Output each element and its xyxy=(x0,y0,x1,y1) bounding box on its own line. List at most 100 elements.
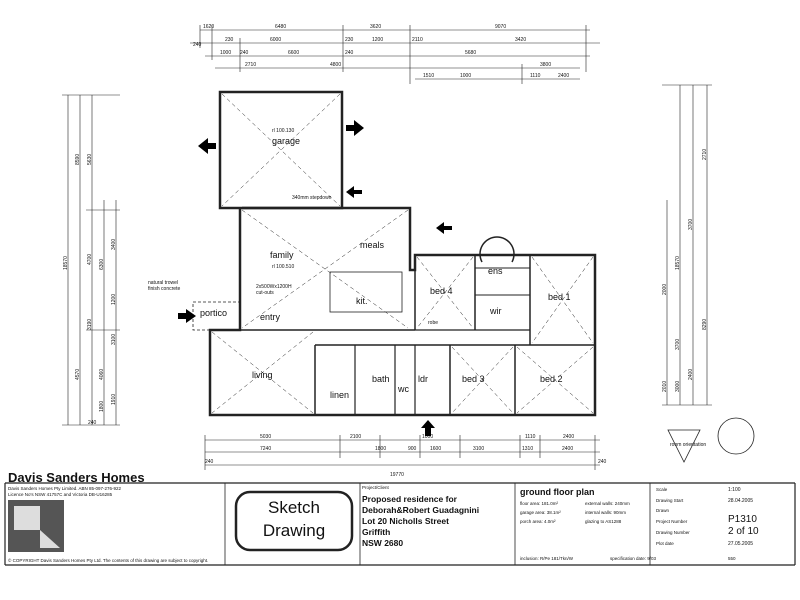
room-label-entry: entry xyxy=(260,312,281,322)
project-label: Project/Client xyxy=(362,485,389,490)
dim-label: 4570 xyxy=(75,369,81,380)
dim-label: 3620 xyxy=(370,24,381,30)
room-label-bed2: bed 2 xyxy=(540,374,563,384)
dim-label: 2010 xyxy=(662,381,668,392)
dim-label: 4060 xyxy=(99,369,105,380)
dim-label: 240 xyxy=(205,459,214,465)
room-label-linen: linen xyxy=(330,390,349,400)
spec-glazing: glazing to AS1288 xyxy=(585,519,622,524)
dim-label: 1200 xyxy=(372,37,383,43)
dim-label: 4700 xyxy=(87,254,93,265)
label-plot-date: Plot date xyxy=(656,541,674,546)
dim-label: 2400 xyxy=(688,369,694,380)
dim-label: 3700 xyxy=(688,219,694,230)
title-block-frame xyxy=(4,482,796,566)
room-label-kit: kit. xyxy=(356,296,368,306)
arrow-up-icon xyxy=(421,420,435,436)
bottom-dimensions xyxy=(204,435,600,470)
stamp-sketch: Sketch xyxy=(268,498,320,517)
note-window: 2x500Wx1200H xyxy=(256,284,292,290)
label-drawing-start: Drawing Start xyxy=(656,498,684,503)
dim-label: 3190 xyxy=(87,319,93,330)
dim-label: 4800 xyxy=(330,62,341,68)
dim-label: 6480 xyxy=(275,24,286,30)
dim-label: 3800 xyxy=(540,62,551,68)
level-family: rl 100.510 xyxy=(272,264,294,270)
dim-label: 7240 xyxy=(260,446,271,452)
dim-label: 2400 xyxy=(563,434,574,440)
project-line: Proposed residence for xyxy=(362,494,457,504)
value-drawing-start: 28.04.2005 xyxy=(728,498,754,504)
dim-label: 240 xyxy=(345,50,354,56)
dim-label: 1910 xyxy=(111,394,117,405)
dim-label: 6000 xyxy=(270,37,281,43)
dim-label: 900 xyxy=(408,446,417,452)
plan-title: ground floor plan xyxy=(520,487,595,497)
label-scale: Scale xyxy=(656,487,668,492)
dim-label: 2400 xyxy=(558,73,569,79)
dim-label: 1800 xyxy=(375,446,386,452)
right-dimensions xyxy=(662,84,712,406)
room-label-garage: garage xyxy=(272,136,300,146)
value-drawing-number: 2 of 10 xyxy=(728,526,759,537)
dim-label: 1000 xyxy=(460,73,471,79)
dim-label: 9070 xyxy=(495,24,506,30)
spec-garage-area: garage area: 38.1m² xyxy=(520,510,561,515)
note-cut-outs: cut-outs xyxy=(256,290,274,296)
note-finish-concrete: finish concrete xyxy=(148,286,180,292)
room-label-family: family xyxy=(270,250,294,260)
dim-label: 18570 xyxy=(675,256,681,270)
arrow-right-icon xyxy=(198,138,216,154)
label-drawing-number: Drawing Number xyxy=(656,530,690,535)
spec-floor-area: floor area: 181.0m² xyxy=(520,501,559,506)
dim-label: 6300 xyxy=(99,259,105,270)
stamp-drawing: Drawing xyxy=(262,521,326,540)
dim-label: 240 xyxy=(88,420,97,426)
company-logo xyxy=(8,500,64,552)
arrow-left-icon xyxy=(436,222,452,234)
room-label-robe: robe xyxy=(428,320,438,326)
room-diagonals xyxy=(211,93,594,414)
room-label-ens: ens xyxy=(488,266,503,276)
dim-label: 230 xyxy=(345,37,354,43)
left-dimensions xyxy=(62,94,120,426)
dim-label: 230 xyxy=(225,37,234,43)
dim-label: 1800 xyxy=(99,401,105,412)
room-orientation-compass xyxy=(667,417,755,463)
room-label-living: living xyxy=(252,370,273,380)
dim-label: 5630 xyxy=(87,154,93,165)
bottom-dim-labels: 5030 2100 1000 1110 2400 7240 1800 900 1… xyxy=(205,434,607,478)
room-label-bath: bath xyxy=(372,374,390,384)
company-licence: Licence No's NSW 41757C and Victoria DB-… xyxy=(8,492,113,497)
dim-label: 2710 xyxy=(702,149,708,160)
room-label-wir: wir xyxy=(489,306,502,316)
label-project-number: Project Number xyxy=(656,519,688,524)
project-line: NSW 2680 xyxy=(362,538,404,548)
inclusion-note: inclusion: R/Pe 181/Tkn/W xyxy=(520,556,574,561)
dim-label: 3420 xyxy=(515,37,526,43)
dim-label: 240 xyxy=(193,42,202,48)
top-dim-labels: 1620 6480 3620 9070 240 230 6000 230 120… xyxy=(193,24,569,79)
dim-label: 1110 xyxy=(530,73,541,79)
dim-label: 240 xyxy=(240,50,249,56)
dim-label: 2110 xyxy=(412,37,423,43)
note-room-orientation: room orientation xyxy=(670,442,706,448)
dim-label: 1000 xyxy=(422,434,433,440)
spec-internal-walls: internal walls: 90mm xyxy=(585,510,627,515)
drawing-code: 550 xyxy=(728,556,736,561)
dim-label: 3700 xyxy=(675,339,681,350)
dim-label: 1510 xyxy=(423,73,434,79)
dim-label: 5030 xyxy=(260,434,271,440)
project-line: Griffith xyxy=(362,527,391,537)
room-label-bed1: bed 1 xyxy=(548,292,571,302)
dim-label: 1110 xyxy=(525,434,536,440)
entry-arrows xyxy=(178,120,452,436)
dim-label: 19770 xyxy=(390,472,404,478)
walls xyxy=(192,90,597,417)
spec-porch-area: porch area: 4.0m² xyxy=(520,519,556,524)
dim-label: 3000 xyxy=(675,381,681,392)
top-dimensions xyxy=(190,25,600,84)
dim-label: 8590 xyxy=(75,154,81,165)
arrow-right-icon xyxy=(178,309,196,323)
